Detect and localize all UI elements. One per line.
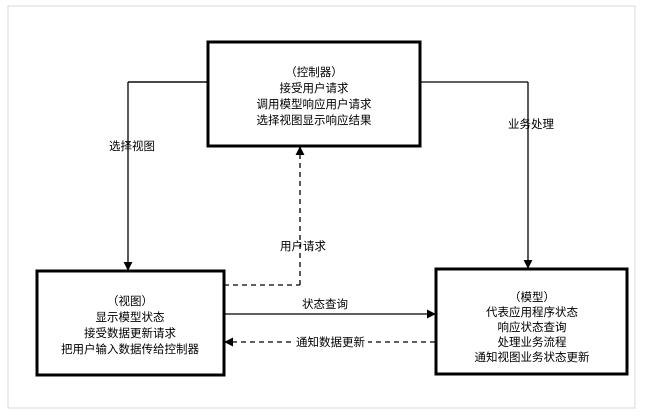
model-line-2: 响应状态查询 xyxy=(498,320,567,334)
view-line-3: 把用户输入数据传给控制器 xyxy=(61,342,199,356)
edge-label-business-process: 业务处理 xyxy=(508,117,554,131)
model-line-4: 通知视图业务状态更新 xyxy=(475,350,590,364)
view-line-1: 显示模型状态 xyxy=(96,310,165,324)
edge-label-user-request: 用户请求 xyxy=(280,239,326,253)
model-line-3: 处理业务流程 xyxy=(498,335,567,349)
controller-title: （控制器） xyxy=(285,65,343,79)
view-line-2: 接受数据更新请求 xyxy=(84,326,176,340)
edge-label-select-view: 选择视图 xyxy=(109,139,155,153)
diagram-frame xyxy=(7,5,636,409)
controller-line-2: 调用模型响应用户请求 xyxy=(257,97,372,111)
controller-line-3: 选择视图显示响应结果 xyxy=(257,113,372,127)
model-box: （模型） 代表应用程序状态 响应状态查询 处理业务流程 通知视图业务状态更新 xyxy=(434,267,629,376)
edge-select-view xyxy=(128,81,208,270)
view-title: （视图） xyxy=(107,294,153,308)
view-box: （视图） 显示模型状态 接受数据更新请求 把用户输入数据传给控制器 xyxy=(35,269,226,377)
edge-label-notify-bg xyxy=(292,334,368,348)
model-title: （模型） xyxy=(509,290,555,304)
edge-label-notify-update: 通知数据更新 xyxy=(296,335,365,349)
controller-line-1: 接受用户请求 xyxy=(280,81,349,95)
edge-label-state-query: 状态查询 xyxy=(302,297,348,311)
controller-box: （控制器） 接受用户请求 调用模型响应用户请求 选择视图显示响应结果 xyxy=(206,40,422,148)
model-line-1: 代表应用程序状态 xyxy=(486,305,578,319)
